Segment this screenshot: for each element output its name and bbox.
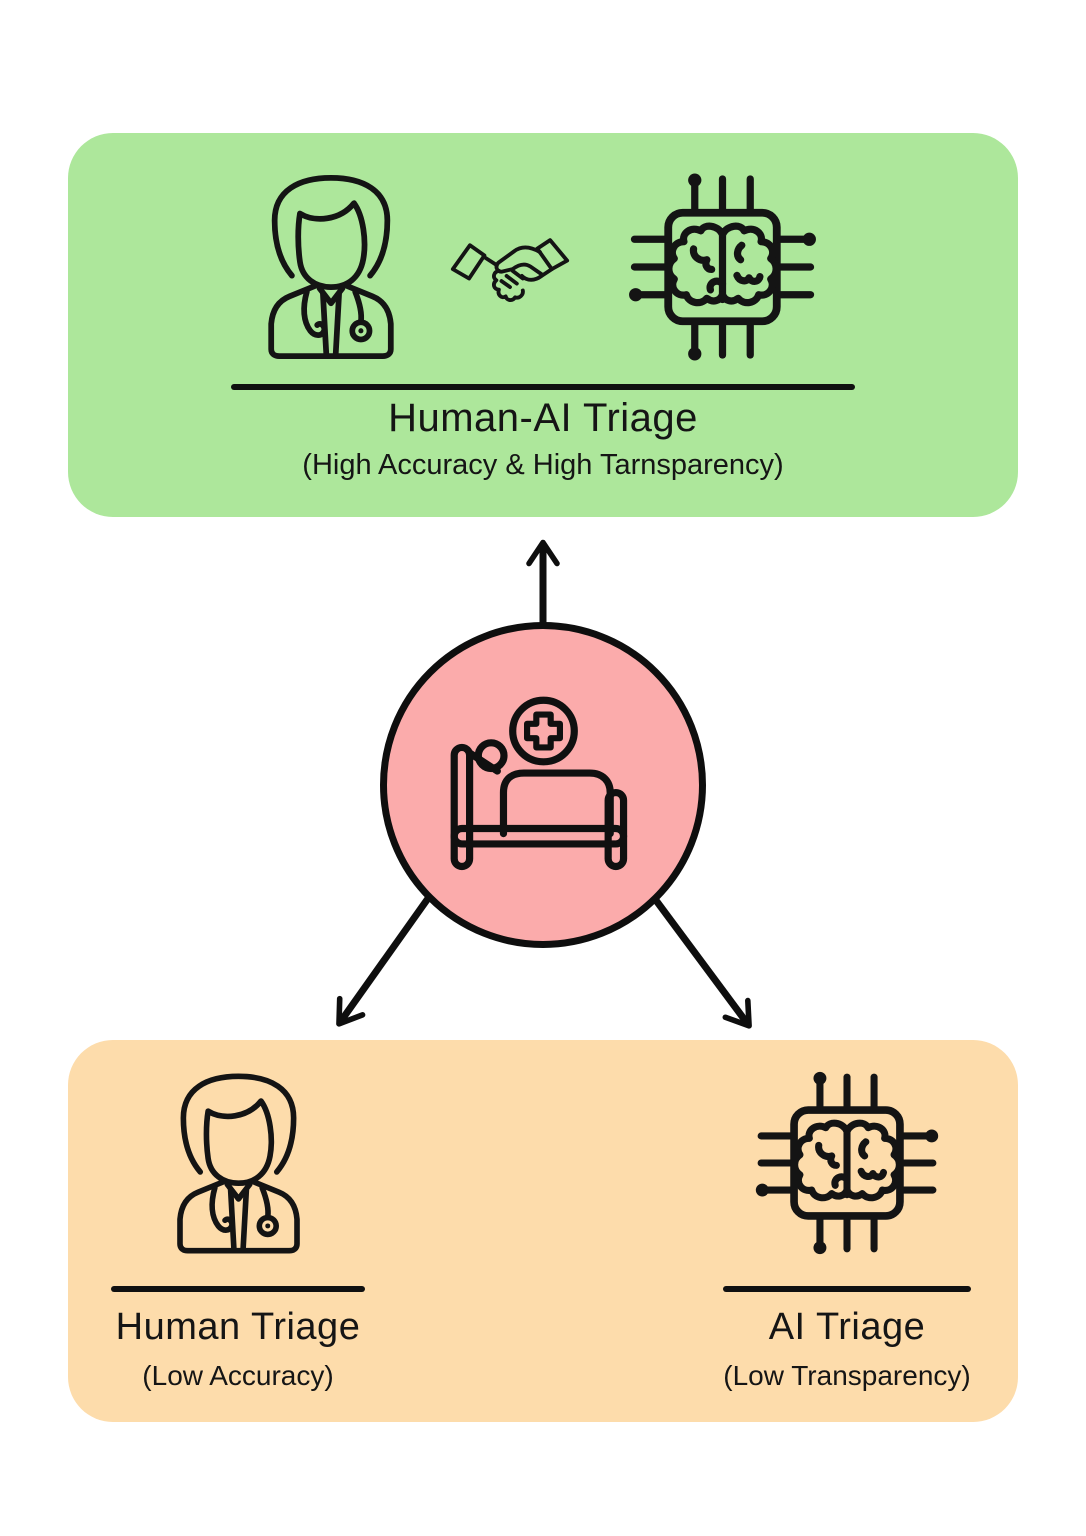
- human-ai-triage-card: Human-AI Triage (High Accuracy & High Ta…: [68, 133, 1018, 517]
- column-title: Human Triage: [115, 1306, 361, 1348]
- female-doctor-icon: [171, 1067, 306, 1260]
- patient-circle: [380, 622, 706, 948]
- column-subtitle: (Low Transparency): [723, 1360, 971, 1391]
- handshake-icon: [446, 224, 574, 310]
- ai-chip-brain-icon: [620, 161, 825, 373]
- column-divider: [111, 1286, 365, 1292]
- outcome-card: Human Triage (Low Accuracy) AI Triage (L…: [68, 1040, 1018, 1422]
- card-title: Human-AI Triage: [388, 396, 698, 440]
- card-subtitle: (High Accuracy & High Tarnsparency): [302, 449, 784, 481]
- card-icon-row: [68, 161, 1018, 373]
- female-doctor-icon: [262, 168, 400, 366]
- column-icon-slot: [676, 1040, 1018, 1286]
- arrow-down-right: [652, 896, 752, 1029]
- column-title: AI Triage: [768, 1306, 926, 1348]
- ai-chip-brain-icon: [747, 1060, 947, 1266]
- card-divider: [231, 384, 855, 390]
- human-triage-column: Human Triage (Low Accuracy): [68, 1040, 408, 1422]
- ai-triage-column: AI Triage (Low Transparency): [676, 1040, 1018, 1422]
- column-divider: [723, 1286, 971, 1292]
- arrow-down-left: [336, 894, 432, 1027]
- patient-in-bed-icon: [446, 694, 641, 884]
- column-icon-slot: [68, 1040, 408, 1286]
- column-subtitle: (Low Accuracy): [142, 1360, 334, 1391]
